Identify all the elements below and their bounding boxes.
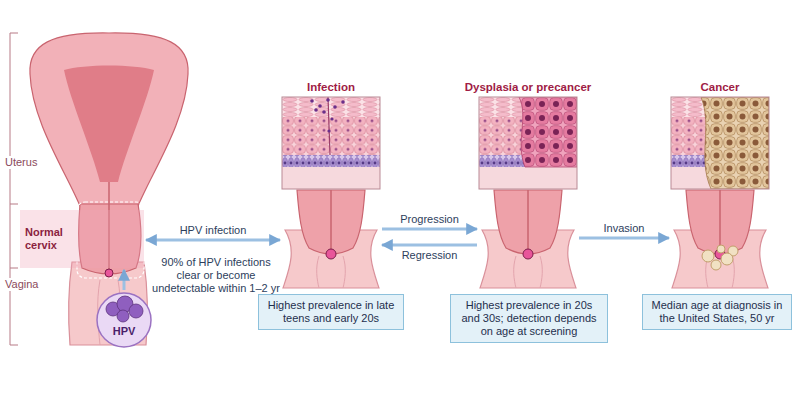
note-text: 90% of HPV infections clear or become un… xyxy=(152,256,280,295)
tumor-growth xyxy=(702,245,738,270)
anatomy-label: Uterus xyxy=(3,156,39,169)
label-holder: Invasion xyxy=(604,222,645,235)
arrow-connector xyxy=(146,239,280,242)
cervix-figure xyxy=(672,190,768,288)
arrow-connector xyxy=(579,237,669,240)
uterus-figure xyxy=(10,33,188,345)
label-holder: HPV infection xyxy=(180,224,247,237)
arrow-connector xyxy=(382,244,477,247)
stage-heading: Cancer xyxy=(620,80,800,94)
info-box: Highest prevalence in late teens and ear… xyxy=(258,294,404,330)
label-holder: Regression xyxy=(402,249,458,262)
tumor-nodule xyxy=(721,253,733,265)
cervical-os xyxy=(105,269,113,277)
edge-label: Regression xyxy=(402,249,458,262)
region-band: Normal cervix xyxy=(20,210,144,268)
tissue-inset xyxy=(282,97,380,189)
anatomy-bracket xyxy=(10,33,18,345)
label-holder: 90% of HPV infections clear or become un… xyxy=(152,256,280,295)
label-holder: Uterus xyxy=(3,156,39,169)
squamous-cells xyxy=(282,117,380,155)
virus-particle xyxy=(117,310,129,322)
region-label: Normal cervix xyxy=(20,210,77,252)
info-box: Median age at diagnosis in the United St… xyxy=(642,294,792,330)
info-text: Highest prevalence in late teens and ear… xyxy=(265,299,397,325)
inset-frame xyxy=(282,97,380,189)
tumor-nodule xyxy=(711,260,721,270)
info-box: Highest prevalence in 20s and 30s; detec… xyxy=(450,294,608,343)
inset-frame xyxy=(479,97,577,189)
tissue-inset xyxy=(479,97,577,189)
anatomy-label: Vagina xyxy=(3,278,40,291)
virus-badge: HPV xyxy=(96,292,152,348)
basal-cells xyxy=(282,155,380,167)
stage-panel: Cancer xyxy=(671,97,769,288)
virus-label: HPV xyxy=(96,292,152,338)
cervix-figure xyxy=(480,190,576,288)
uterus-body xyxy=(30,33,188,206)
stage-panel: Infection xyxy=(282,97,380,288)
cancer-cells xyxy=(701,97,769,189)
uterine-cavity xyxy=(64,66,154,183)
tissue-inset xyxy=(671,97,769,189)
edge-label: Progression xyxy=(400,213,459,226)
microabrasion xyxy=(328,97,330,155)
label-holder: Vagina xyxy=(3,278,40,291)
edge-label: HPV infection xyxy=(180,224,247,237)
tumor-nodule xyxy=(702,250,714,262)
info-text: Median age at diagnosis in the United St… xyxy=(649,299,785,325)
arrow-connector xyxy=(382,228,477,231)
stroma xyxy=(479,167,577,189)
surface-cells xyxy=(282,97,380,117)
info-text: Highest prevalence in 20s and 30s; detec… xyxy=(457,299,601,338)
stage-heading: Infection xyxy=(231,80,431,94)
stage-panel: Dysplasia or precancer xyxy=(479,97,577,288)
virus-particle xyxy=(129,304,143,318)
virus-circle xyxy=(96,292,152,348)
virus-circle-outline xyxy=(97,293,151,347)
cervix-figure xyxy=(283,190,379,288)
tumor-nodule xyxy=(717,245,725,253)
dysplastic-cells xyxy=(519,97,577,167)
stage-heading: Dysplasia or precancer xyxy=(428,80,628,94)
arrow-connector xyxy=(123,270,126,290)
inset-frame xyxy=(671,97,769,189)
edge-label: Invasion xyxy=(604,222,645,235)
virus-particles xyxy=(310,98,345,132)
label-holder: Progression xyxy=(400,213,459,226)
stroma xyxy=(282,167,380,189)
